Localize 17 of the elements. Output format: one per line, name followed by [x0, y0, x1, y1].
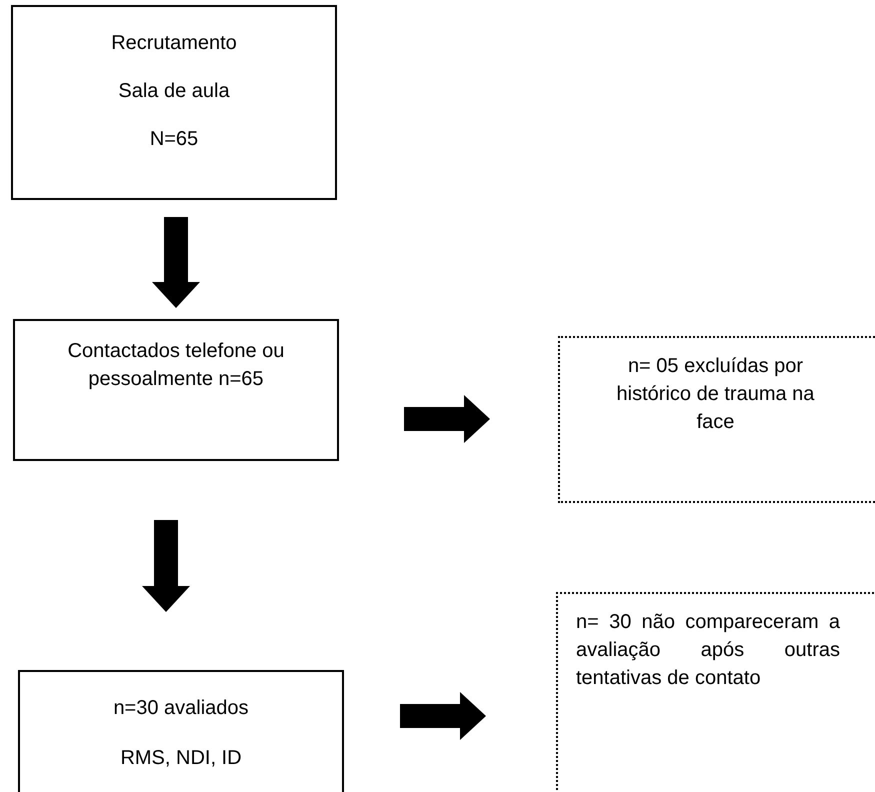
box-text: n= 30 não compareceram a avaliação após outras tentativas de contato — [576, 610, 840, 691]
exclusion-box — [558, 336, 875, 503]
arrow — [142, 520, 190, 612]
process-box — [13, 319, 339, 461]
arrow — [152, 217, 200, 308]
box-text: Contactados telefone ou pessoalmente n=65 — [66, 339, 286, 392]
box-text: n=30 avaliados — [112, 696, 250, 721]
box-text: Recrutamento — [110, 31, 238, 56]
box-text: N=65 — [148, 127, 200, 152]
arrow — [404, 395, 490, 443]
process-box — [11, 5, 337, 200]
process-box — [18, 670, 344, 792]
box-text: Sala de aula — [117, 79, 231, 104]
box-text: RMS, NDI, ID — [119, 746, 243, 771]
box-text: n= 05 excluídas por histórico de trauma na face — [616, 354, 816, 435]
exclusion-box — [556, 592, 875, 792]
arrow — [400, 692, 486, 740]
